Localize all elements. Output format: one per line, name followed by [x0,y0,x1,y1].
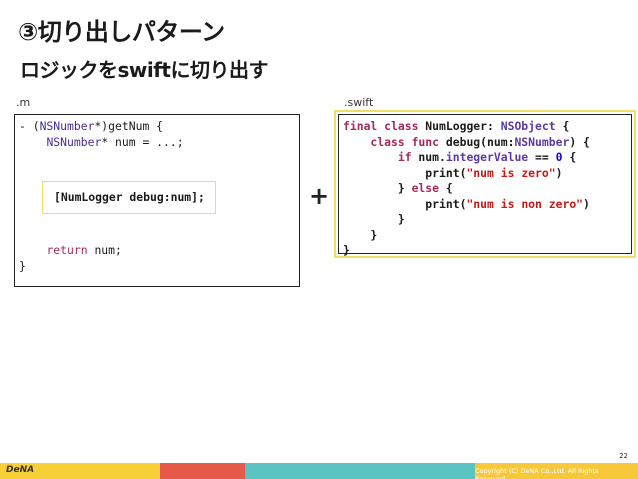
code-token: print( [343,165,467,180]
footer-segment-gold: Copyright (C) DeNA Co.,Ltd. All Rights R… [475,463,638,479]
code-token: } [19,258,26,273]
footer-segment-red [160,463,245,479]
plus-operator: + [309,182,330,210]
code-token: num; [87,243,122,257]
code-token: * num = ...; [101,134,184,149]
code-token: NumLogger: [418,119,501,133]
code-token: final class [343,119,419,133]
code-token: NSObject [500,119,556,133]
call-highlight-box [42,181,216,214]
page-number: 22 [619,452,628,460]
code-token: "num is non zero" [466,196,584,211]
code-token: if [343,150,412,164]
footer-bar: DeNA Copyright (C) DeNA Co.,Ltd. All Rig… [0,463,638,479]
objc-file-label: .m [16,96,31,109]
code-token: } [343,243,350,257]
code-token: return [46,243,88,257]
code-token: } [343,227,378,242]
objc-code: - (NSNumber*)getNum { NSNumber* num = ..… [19,119,184,274]
code-token: "num is zero" [466,165,556,180]
copyright-notice: Copyright (C) DeNA Co.,Ltd. All Rights R… [475,467,599,479]
footer-segment-teal [245,463,475,479]
code-token: *)getNum { [94,119,164,133]
objc-code-box: - (NSNumber*)getNum { NSNumber* num = ..… [14,114,300,287]
code-token: class func [343,134,440,149]
code-token: ) [583,196,590,211]
swift-code-box: final class NumLogger: NSObject { class … [338,114,632,257]
code-token: integerValue [445,150,529,164]
code-token: debug(num: [439,134,515,149]
code-token: { [562,150,577,164]
dena-logo: DeNA [6,465,35,475]
code-token: 0 [555,150,563,164]
code-token: } [343,181,412,195]
numlogger-call: [NumLogger debug:num]; [54,190,205,204]
code-token: num. [411,150,446,164]
code-token: print( [343,196,467,211]
code-token: NSNumber [46,134,102,149]
code-token: == [528,150,556,164]
code-token: ) [555,165,563,180]
code-token: } [343,212,405,226]
swift-code: final class NumLogger: NSObject { class … [343,119,590,259]
code-token: else [411,181,440,195]
swift-file-label: .swift [344,96,374,109]
code-token [19,135,46,149]
swift-highlight-frame [334,110,636,258]
code-token: { [439,181,453,195]
code-token: { [555,119,570,133]
code-token [19,243,46,257]
code-token: ) { [569,134,590,149]
code-token: - ( [19,119,40,133]
code-token: NSNumber [39,119,95,133]
slide-title: ③切り出しパターン [18,18,225,46]
slide-subtitle: ロジックをswiftに切り出す [20,58,269,82]
footer-segment-yellow: DeNA [0,463,160,479]
code-token: NSNumber [514,134,570,149]
